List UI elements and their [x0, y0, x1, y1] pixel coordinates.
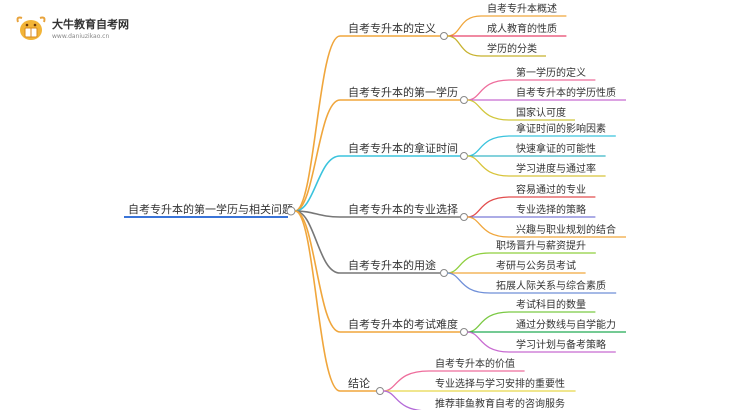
child-label-6-0: 自考专升本的价值: [435, 357, 515, 370]
branch-label-1: 自考专升本的第一学历: [348, 85, 458, 99]
root-connector: [286, 206, 296, 216]
branch-connector-1: [294, 99, 341, 212]
child-connector-1-2: [466, 99, 511, 121]
child-connector-3-0: [466, 196, 511, 218]
child-label-1-1: 自考专升本的学历性质: [516, 86, 616, 99]
child-label-0-0: 自考专升本概述: [487, 2, 557, 15]
child-connector-0-2: [446, 35, 482, 57]
child-connector-6-0: [382, 370, 430, 392]
branch-hub-2: [460, 152, 468, 160]
child-connector-4-0: [446, 252, 491, 274]
child-label-0-1: 成人教育的性质: [487, 22, 557, 35]
child-label-1-0: 第一学历的定义: [516, 66, 586, 79]
child-connector-5-0: [466, 311, 511, 333]
branch-hub-0: [440, 32, 448, 40]
child-label-3-0: 容易通过的专业: [516, 183, 586, 196]
branch-connector-2: [294, 155, 341, 212]
child-connector-2-0: [466, 135, 511, 157]
root-node-label: 自考专升本的第一学历与相关问题: [128, 202, 293, 216]
child-label-1-2: 国家认可度: [516, 106, 566, 119]
branch-connector-4: [294, 210, 341, 274]
branch-label-4: 自考专升本的用途: [348, 258, 436, 272]
branch-connector-5: [294, 210, 341, 333]
child-label-5-2: 学习计划与备考策略: [516, 338, 606, 351]
branch-hub-4: [440, 269, 448, 277]
branch-label-6: 结论: [348, 376, 370, 390]
branch-label-2: 自考专升本的拿证时间: [348, 141, 458, 155]
branch-hub-1: [460, 96, 468, 104]
branch-label-0: 自考专升本的定义: [348, 21, 436, 35]
child-label-6-2: 推荐菲鱼教育自考的咨询服务: [435, 397, 565, 410]
branch-hub-3: [460, 213, 468, 221]
child-connector-6-2: [382, 390, 424, 410]
child-label-2-0: 拿证时间的影响因素: [516, 122, 606, 135]
branch-connector-3: [294, 210, 341, 218]
child-connector-3-2: [466, 216, 511, 238]
child-label-2-1: 快速拿证的可能性: [516, 142, 596, 155]
child-connector-1-0: [466, 79, 511, 101]
child-label-6-1: 专业选择与学习安排的重要性: [435, 377, 565, 390]
child-connector-0-0: [446, 15, 482, 37]
child-label-4-0: 职场晋升与薪资提升: [496, 239, 586, 252]
child-label-4-2: 拓展人际关系与综合素质: [496, 279, 606, 292]
brand-name: 大牛教育自考网: [52, 18, 129, 31]
child-label-5-0: 考试科目的数量: [516, 298, 586, 311]
child-connector-4-2: [446, 272, 491, 294]
branch-hub-6: [376, 387, 384, 395]
child-connector-5-2: [466, 331, 511, 353]
brand-logo: 大牛教育自考网 www.daniuzikao.cn: [14, 12, 132, 48]
child-connector-2-2: [466, 155, 511, 177]
branch-label-3: 自考专升本的专业选择: [348, 202, 458, 216]
branch-hub-5: [460, 328, 468, 336]
child-label-4-1: 考研与公务员考试: [496, 259, 576, 272]
brand-url: www.daniuzikao.cn: [52, 33, 110, 40]
child-label-3-1: 专业选择的策略: [516, 203, 586, 216]
branch-label-5: 自考专升本的考试难度: [348, 317, 458, 331]
child-label-0-2: 学历的分类: [487, 42, 537, 55]
child-label-5-1: 通过分数线与自学能力: [516, 318, 616, 331]
child-label-3-2: 兴趣与职业规划的结合: [516, 223, 616, 236]
branch-connector-6: [294, 210, 341, 392]
child-label-2-2: 学习进度与通过率: [516, 162, 596, 175]
ox-logo-icon: [16, 16, 46, 40]
branch-connector-0: [294, 35, 341, 212]
